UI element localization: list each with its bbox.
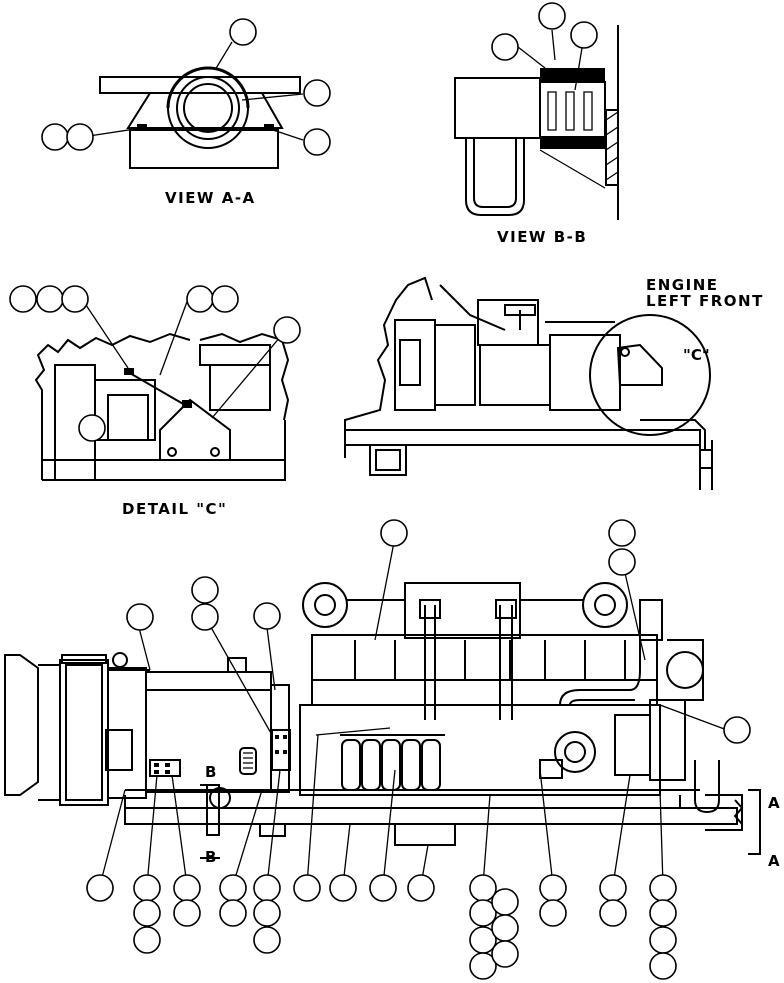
section-a-top: A (768, 794, 780, 812)
callout-bubble (491, 940, 519, 968)
callout-bubble (219, 874, 247, 902)
callout-bubble (723, 716, 751, 744)
callout-bubble (191, 576, 219, 604)
view-aa-drawing (88, 41, 304, 169)
callout-bubble (599, 899, 627, 927)
callout-bubble (608, 548, 636, 576)
callout-bubble (219, 899, 247, 927)
view-bb-label: VIEW B-B (497, 228, 587, 246)
callout-bubble (303, 79, 331, 107)
callout-bubble (538, 2, 566, 30)
callout-bubble (126, 603, 154, 631)
callout-bubble (211, 285, 239, 313)
callout-bubble (649, 952, 677, 980)
callout-bubble (133, 926, 161, 954)
callout-bubble (191, 603, 219, 631)
section-a-bottom: A (768, 852, 780, 870)
callout-bubble (41, 123, 69, 151)
callout-bubble (491, 33, 519, 61)
callout-bubble (469, 899, 497, 927)
callout-bubble (539, 874, 567, 902)
view-bb-drawing (454, 25, 619, 220)
callout-bubble (253, 926, 281, 954)
callout-bubble (253, 602, 281, 630)
callout-bubble (36, 285, 64, 313)
callout-bubble (407, 874, 435, 902)
callout-bubble (649, 874, 677, 902)
callout-bubble (229, 18, 257, 46)
callout-bubble (491, 888, 519, 916)
callout-bubble (380, 519, 408, 547)
callout-bubble (66, 123, 94, 151)
callout-bubble (173, 899, 201, 927)
detail-c-label: DETAIL "C" (122, 500, 227, 518)
callout-bubble (570, 21, 598, 49)
callout-bubble (608, 519, 636, 547)
callout-bubble (253, 899, 281, 927)
callout-bubble (61, 285, 89, 313)
detail-c-marker: "C" (683, 346, 710, 364)
callout-bubble (133, 874, 161, 902)
callout-bubble (273, 316, 301, 344)
detail-c-drawing (34, 298, 290, 481)
callout-bubble (293, 874, 321, 902)
callout-bubble (9, 285, 37, 313)
callout-bubble (86, 874, 114, 902)
callout-bubble (329, 874, 357, 902)
callout-bubble (186, 285, 214, 313)
callout-bubble (491, 914, 519, 942)
engine-left-front-drawing (344, 276, 713, 490)
main-engine-drawing (4, 536, 744, 886)
callout-bubble (469, 952, 497, 980)
callout-bubble (649, 926, 677, 954)
callout-bubble (253, 874, 281, 902)
callout-bubble (539, 899, 567, 927)
engine-label-line2: LEFT FRONT (646, 292, 764, 310)
callout-bubble (599, 874, 627, 902)
callout-bubble (173, 874, 201, 902)
callout-bubble (303, 128, 331, 156)
view-aa-label: VIEW A-A (165, 189, 256, 207)
engine-label-line1: ENGINE (646, 276, 719, 294)
callout-bubble (369, 874, 397, 902)
callout-bubble (649, 899, 677, 927)
callout-bubble (133, 899, 161, 927)
callout-bubbles (9, 2, 751, 980)
callout-bubble (78, 414, 106, 442)
section-b-top: B (205, 763, 216, 781)
